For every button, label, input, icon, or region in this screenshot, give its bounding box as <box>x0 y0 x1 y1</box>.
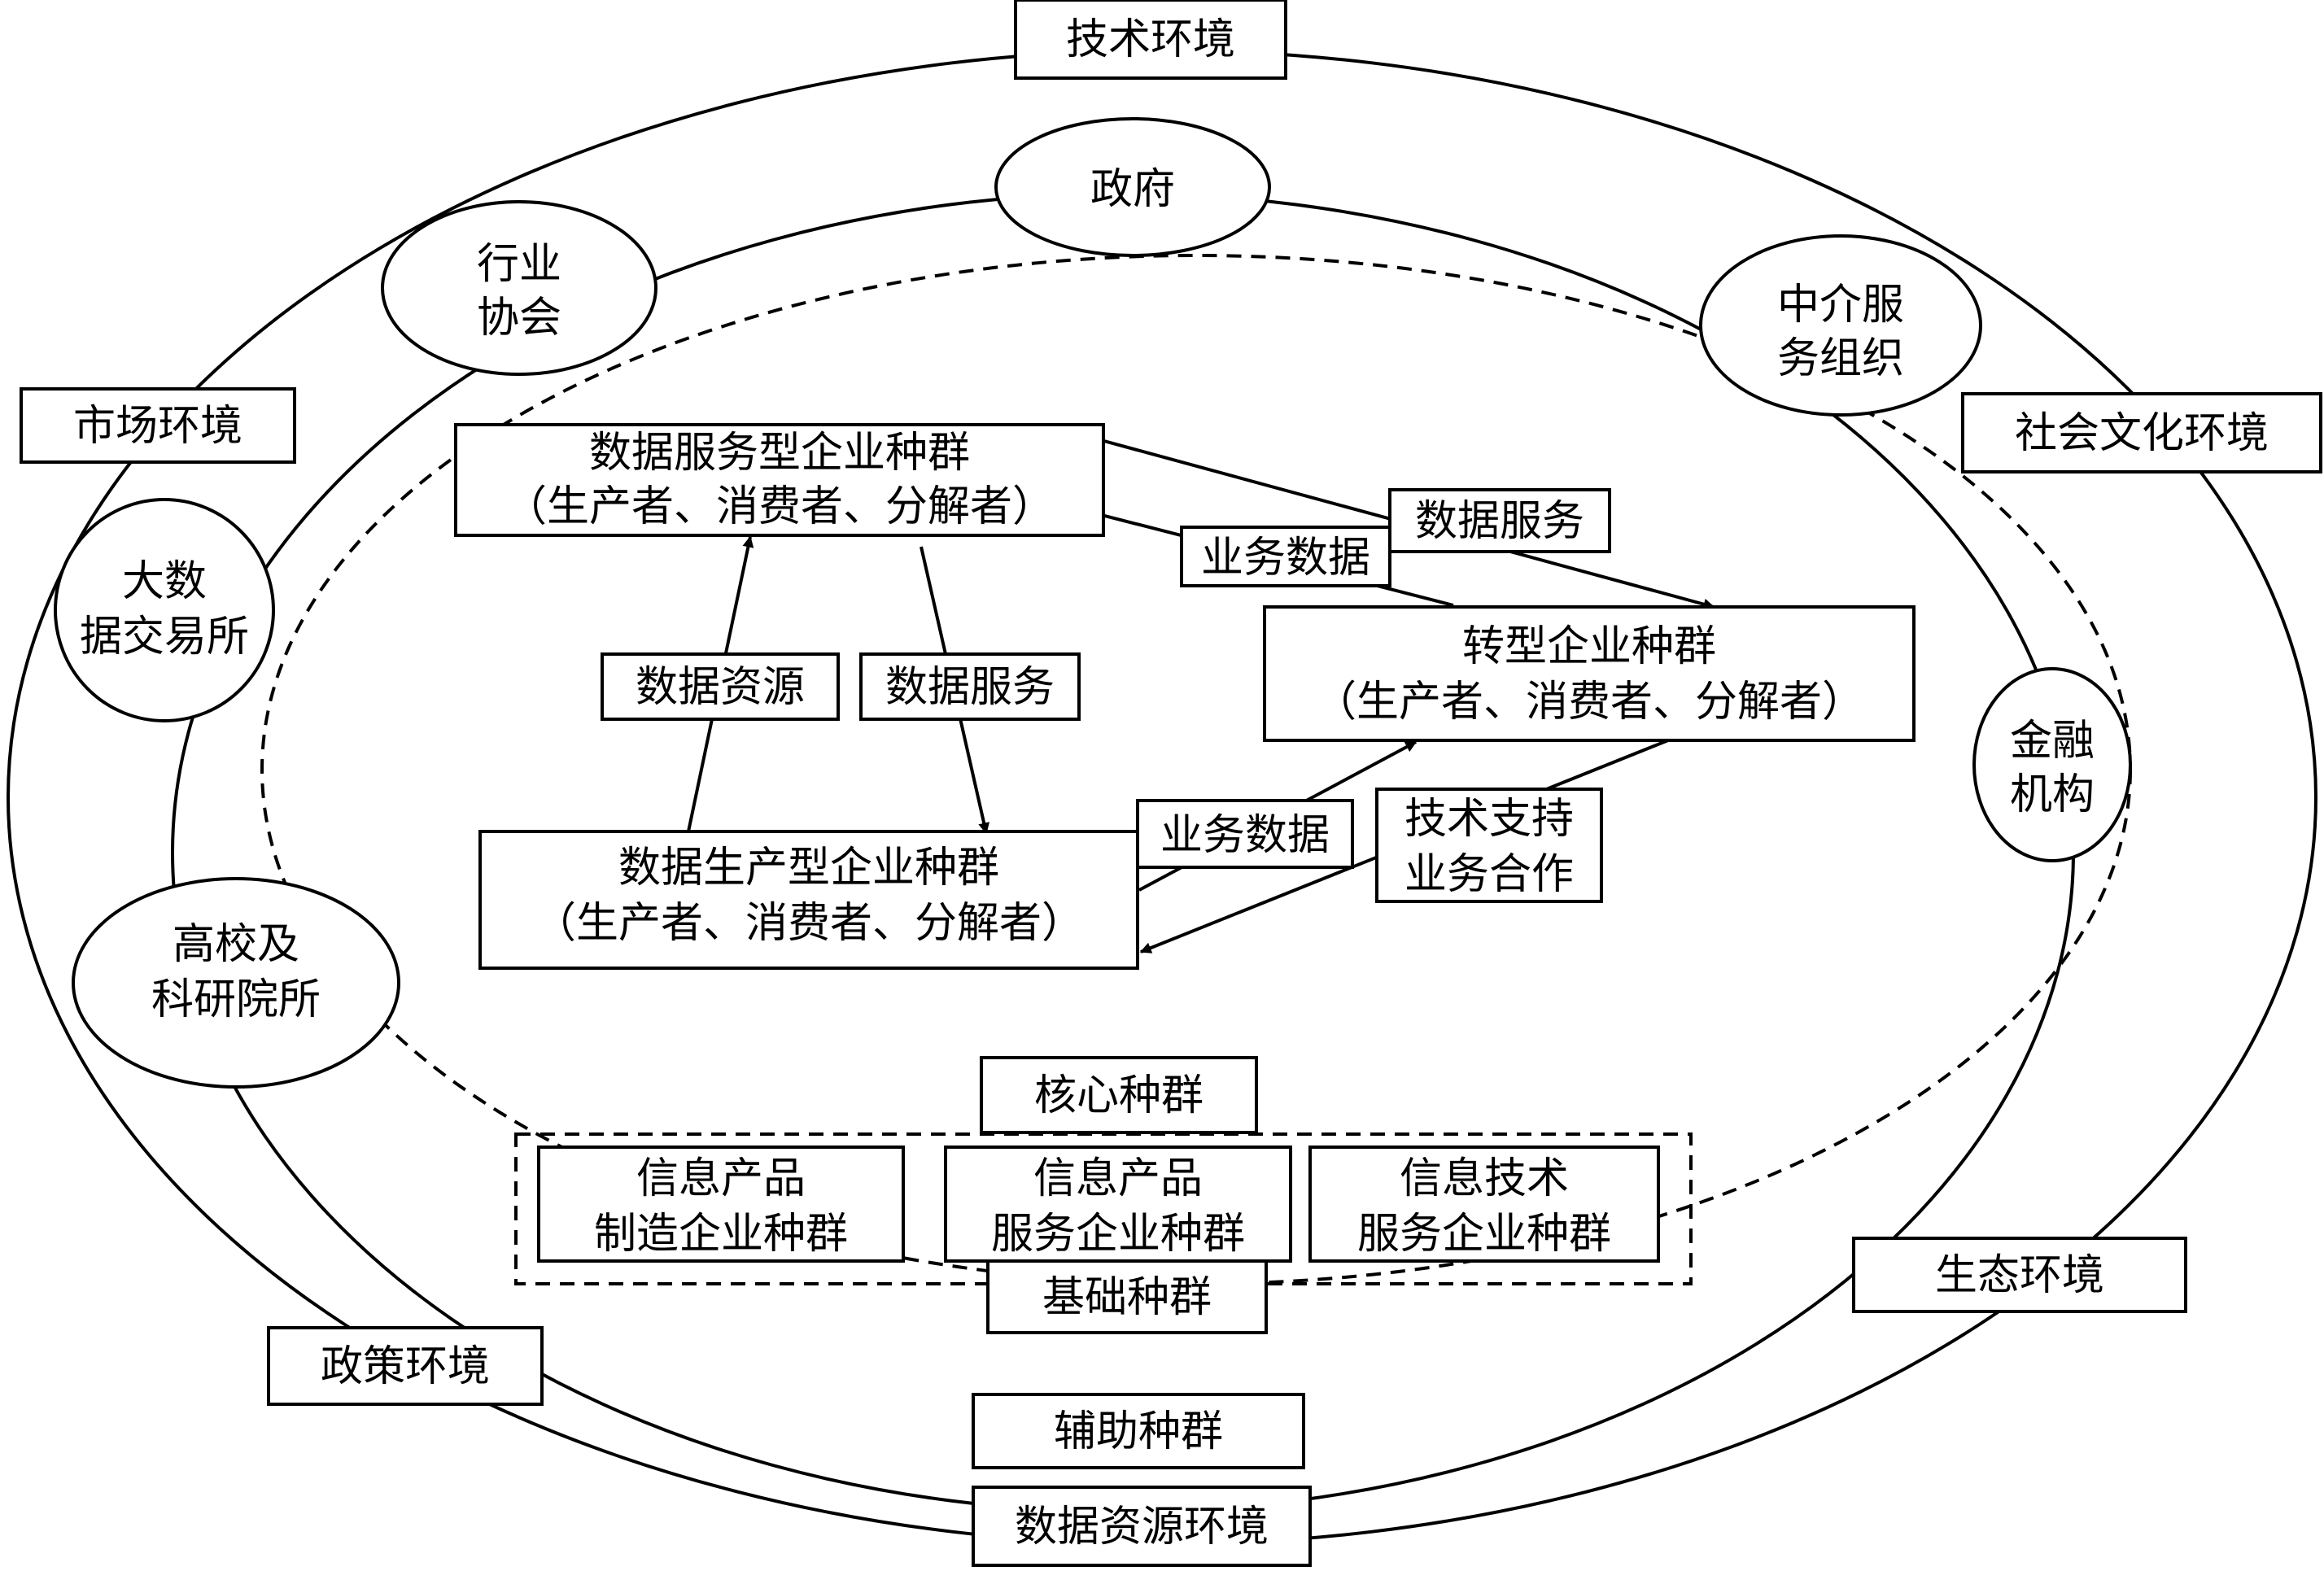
svg-text:（生产者、消费者、分解者）: （生产者、消费者、分解者） <box>505 482 1055 531</box>
svg-text:信息产品: 信息产品 <box>636 1154 806 1203</box>
node-financial-institution: 金融 机构 <box>1972 667 2132 862</box>
svg-text:政策环境: 政策环境 <box>321 1342 490 1391</box>
svg-text:行业: 行业 <box>477 240 561 289</box>
svg-text:务组织: 务组织 <box>1777 334 1904 383</box>
flow-label-data-service-1: 数据服务 <box>1388 488 1611 553</box>
pop-info-product-service: 信息产品 服务企业种群 <box>944 1146 1292 1263</box>
svg-text:技术环境: 技术环境 <box>1066 15 1235 64</box>
pop-data-production-enterprise: 数据生产型企业种群 （生产者、消费者、分解者） <box>478 830 1139 970</box>
pop-data-service-enterprise: 数据服务型企业种群 （生产者、消费者、分解者） <box>454 423 1105 537</box>
label-core-population: 核心种群 <box>980 1056 1258 1134</box>
svg-text:数据服务: 数据服务 <box>1415 497 1584 546</box>
svg-text:基础种群: 基础种群 <box>1042 1273 1212 1322</box>
node-intermediary-service: 中介服 务组织 <box>1699 234 1982 417</box>
svg-text:生态环境: 生态环境 <box>1935 1251 2104 1300</box>
svg-text:数据生产型企业种群: 数据生产型企业种群 <box>618 844 999 892</box>
svg-text:大数: 大数 <box>122 557 207 606</box>
env-social-culture: 社会文化环境 <box>1961 392 2322 473</box>
svg-text:辅助种群: 辅助种群 <box>1054 1407 1223 1456</box>
svg-text:市场环境: 市场环境 <box>73 402 242 451</box>
node-bigdata-exchange: 大数 据交易所 <box>54 498 275 722</box>
svg-text:数据资源环境: 数据资源环境 <box>1015 1503 1269 1551</box>
svg-text:社会文化环境: 社会文化环境 <box>2015 409 2269 458</box>
pop-info-product-manufacturing: 信息产品 制造企业种群 <box>537 1146 905 1263</box>
svg-text:金融: 金融 <box>2010 717 2095 766</box>
pop-transformation-enterprise: 转型企业种群 （生产者、消费者、分解者） <box>1263 605 1916 742</box>
svg-text:（生产者、消费者、分解者）: （生产者、消费者、分解者） <box>534 899 1084 948</box>
flow-label-business-data-1: 业务数据 <box>1180 526 1391 587</box>
flow-label-data-service-2: 数据服务 <box>859 652 1081 721</box>
env-technology: 技术环境 <box>1014 0 1287 80</box>
svg-text:业务数据: 业务数据 <box>1160 811 1330 860</box>
svg-text:科研院所: 科研院所 <box>151 975 321 1024</box>
svg-text:数据服务: 数据服务 <box>885 663 1055 712</box>
svg-text:（生产者、消费者、分解者）: （生产者、消费者、分解者） <box>1314 678 1864 727</box>
svg-text:业务合作: 业务合作 <box>1404 850 1574 899</box>
node-university-research: 高校及 科研院所 <box>72 877 400 1089</box>
svg-text:高校及: 高校及 <box>173 920 299 969</box>
node-industry-association: 行业 协会 <box>381 200 657 376</box>
env-policy: 政策环境 <box>267 1326 544 1406</box>
svg-text:核心种群: 核心种群 <box>1034 1071 1204 1120</box>
svg-text:技术支持: 技术支持 <box>1404 795 1574 844</box>
flow-label-business-data-2: 业务数据 <box>1136 799 1354 869</box>
svg-text:转型企业种群: 转型企业种群 <box>1462 622 1716 671</box>
svg-text:服务企业种群: 服务企业种群 <box>1357 1210 1611 1259</box>
label-base-population: 基础种群 <box>986 1259 1268 1334</box>
env-market: 市场环境 <box>20 387 296 464</box>
env-data-resource: 数据资源环境 <box>972 1486 1312 1567</box>
svg-text:信息产品: 信息产品 <box>1033 1154 1203 1203</box>
label-auxiliary-population: 辅助种群 <box>972 1393 1305 1469</box>
node-government: 政府 <box>994 117 1271 257</box>
svg-text:数据资源: 数据资源 <box>636 663 805 712</box>
flow-label-tech-support: 技术支持 业务合作 <box>1375 788 1603 903</box>
svg-text:机构: 机构 <box>2010 770 2095 819</box>
svg-text:中介服: 中介服 <box>1777 281 1904 329</box>
svg-text:制造企业种群: 制造企业种群 <box>594 1210 848 1259</box>
svg-text:数据服务型企业种群: 数据服务型企业种群 <box>589 429 970 478</box>
svg-text:信息技术: 信息技术 <box>1400 1154 1569 1203</box>
pop-info-tech-service: 信息技术 服务企业种群 <box>1308 1146 1660 1263</box>
flow-label-data-resource: 数据资源 <box>601 652 840 721</box>
svg-text:业务数据: 业务数据 <box>1201 534 1370 583</box>
svg-text:据交易所: 据交易所 <box>80 613 249 661</box>
svg-text:政府: 政府 <box>1090 165 1175 214</box>
svg-text:服务企业种群: 服务企业种群 <box>991 1210 1245 1259</box>
env-ecology: 生态环境 <box>1852 1237 2187 1313</box>
svg-text:协会: 协会 <box>477 294 561 343</box>
